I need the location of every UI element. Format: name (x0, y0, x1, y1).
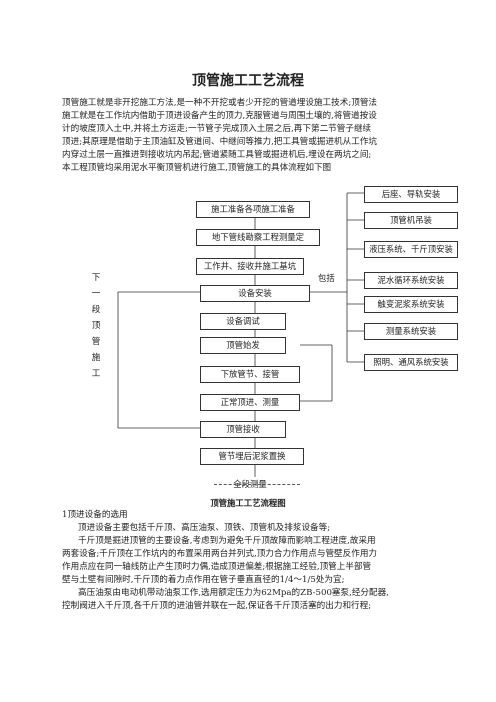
body-line: 顶进设备主要包括千斤顶、高压油泵、顶铁、顶管机及排浆设备等; (78, 523, 331, 533)
flow-step-jacking-measure: 正常顶进、测量 (200, 394, 300, 411)
intro-line: 顶管施工就是非开挖施工方法,是一种不开挖或者少开挖的管道埋设施工技术;顶管法 (62, 98, 378, 108)
body-line: 千斤顶是掘进顶管的主要设备,考虑到为避免千斤顶故障而影响工程进度,故采用 (78, 536, 376, 546)
flow-step-equipment-install: 设备安装 (200, 285, 310, 302)
body-line: 控制阀进入千斤顶,各千斤顶的进油管并联在一起,保证各千斤顶活塞的出力和行程; (62, 601, 372, 611)
install-item-backseat-rail: 后座、导轨安装 (364, 186, 458, 203)
body-line: 作用点应在同一轴线防止产生顶时力偶,造成顶进偏差;根据施工经验,顶管上半部管 (62, 562, 372, 572)
dashed-divider (214, 484, 300, 485)
loop-label: 下一段顶管施工 (91, 273, 101, 379)
figure-caption: 顶管施工工艺流程图 (210, 498, 286, 508)
install-item-hydraulic: 液压系统、千斤顶安装 (364, 241, 458, 258)
install-item-measurement: 测量系统安装 (364, 323, 458, 340)
flow-step-lower-pipe: 下放管节、接管 (200, 366, 300, 383)
intro-line: 本工程顶管均采用泥水平衡顶管机进行施工,顶管施工的具体流程如下图 (62, 163, 332, 173)
intro-line: 顶进;其原理是借助于主顶油缸及管道间、中继间等推力,把工具管或掘进机从工作坑 (62, 137, 378, 147)
install-item-machine-hoist: 顶管机吊装 (364, 212, 458, 229)
flow-step-receive: 顶管接收 (200, 421, 286, 438)
flow-step-launch: 顶管始发 (200, 337, 286, 354)
doc-title: 顶管施工工艺流程 (192, 73, 304, 89)
body-line: 壁与土壁有间隙时,千斤顶的着力点作用在管子垂直直径的1/4～1/5处为宜; (62, 575, 345, 585)
flow-step-slurry-replace: 管节埋后泥浆置换 (200, 448, 304, 465)
install-item-lighting-ventilation: 照明、通风系统安装 (364, 354, 458, 371)
install-item-thixotropic-slurry: 触变泥浆系统安装 (364, 296, 458, 313)
flow-step-equipment-debug: 设备调试 (200, 313, 286, 330)
flow-step-preparation: 施工准备各项施工准备 (196, 201, 310, 218)
body-line: 两套设备;千斤顶在工作坑内的布置采用两台并列式,顶力合力作用点与管壁反作用力 (62, 549, 378, 559)
intro-line: 计的坡度顶入土中,并将土方运走;一节管子完成顶入土层之后,再下第二节管子继续 (62, 124, 372, 134)
include-label: 包括 (318, 273, 335, 283)
install-item-mud-circulation: 泥水循环系统安装 (364, 272, 458, 289)
intro-line: 施工就是在工作坑内借助于顶进设备产生的顶力,克服管道与周围土壤的,将管道按设 (62, 111, 377, 121)
section-heading: 1顶进设备的选用 (62, 510, 128, 520)
flow-step-shaft-construction: 工作井、接收井施工基坑 (196, 258, 304, 275)
flow-step-survey: 地下管线勘察工程测量定 (196, 229, 320, 246)
intro-line: 内穿过土层一直推进到接收坑内吊起;管道紧随工具管或掘进机后,埋设在两坑之间; (62, 150, 372, 160)
body-line: 高压油泵由电动机带动油泵工作,选用额定压力为62Mpa的ZB-500塞泵,经分配… (78, 588, 389, 598)
